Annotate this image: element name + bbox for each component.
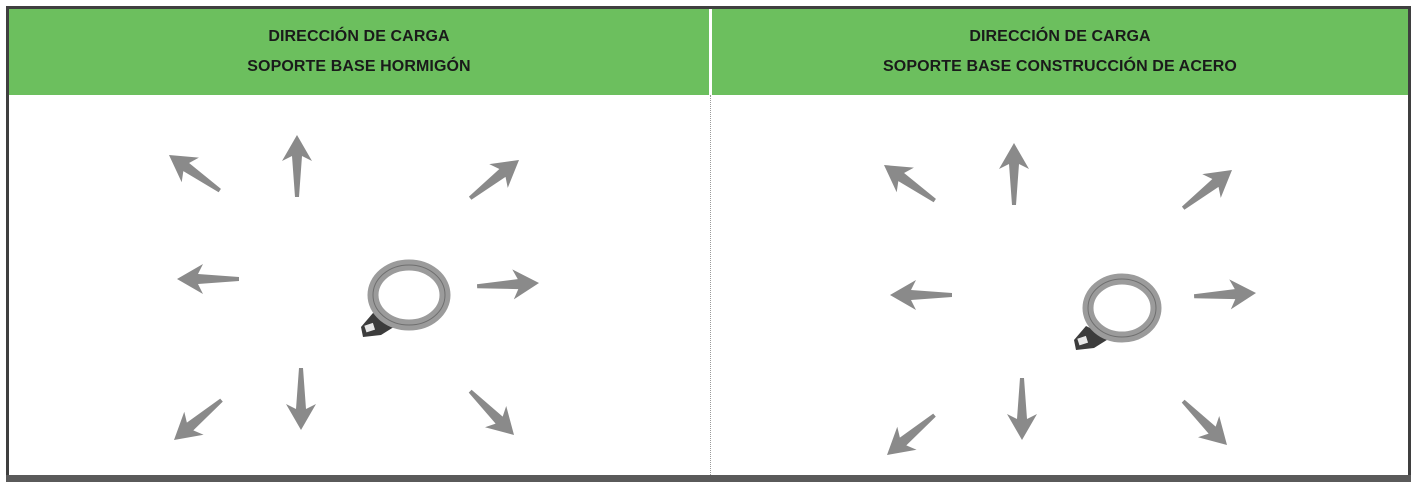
arrow-right-icon xyxy=(1193,278,1257,312)
load-direction-diagram xyxy=(712,95,1408,475)
arrow-down-icon xyxy=(286,368,316,430)
arrow-down-icon xyxy=(1007,378,1037,440)
header-subtitle: SOPORTE BASE CONSTRUCCIÓN DE ACERO xyxy=(883,58,1237,75)
diagram-svg xyxy=(875,143,1257,467)
panel-header: DIRECCIÓN DE CARGA SOPORTE BASE CONSTRUC… xyxy=(712,9,1408,95)
arrow-left-icon xyxy=(890,280,952,310)
arrow-left-icon xyxy=(177,264,239,294)
header-title: DIRECCIÓN DE CARGA xyxy=(268,28,450,45)
panel-concrete-base: DIRECCIÓN DE CARGA SOPORTE BASE HORMIGÓN xyxy=(9,9,709,475)
arrow-up-icon xyxy=(999,143,1029,205)
load-direction-table: DIRECCIÓN DE CARGA SOPORTE BASE HORMIGÓN xyxy=(6,6,1411,482)
arrow-right-icon xyxy=(476,268,540,302)
lifting-eye-icon xyxy=(361,259,451,337)
arrow-up-left-icon xyxy=(875,152,944,213)
arrow-up-right-icon xyxy=(1173,158,1242,220)
panel-header: DIRECCIÓN DE CARGA SOPORTE BASE HORMIGÓN xyxy=(9,9,709,95)
arrow-down-right-icon xyxy=(459,380,525,446)
diagram-svg xyxy=(160,135,540,452)
header-title: DIRECCIÓN DE CARGA xyxy=(969,28,1151,45)
arrow-down-left-icon xyxy=(164,388,232,452)
header-subtitle: SOPORTE BASE HORMIGÓN xyxy=(247,58,471,75)
panel-steel-base: DIRECCIÓN DE CARGA SOPORTE BASE CONSTRUC… xyxy=(712,9,1408,475)
arrow-down-left-icon xyxy=(877,403,945,467)
arrow-up-icon xyxy=(282,135,312,197)
arrow-down-right-icon xyxy=(1172,390,1238,456)
lifting-eye-icon xyxy=(1074,273,1162,350)
arrow-up-right-icon xyxy=(460,148,529,210)
arrow-up-left-icon xyxy=(160,142,229,203)
dotted-separator xyxy=(710,95,711,475)
load-direction-diagram xyxy=(9,95,709,475)
table-bottom-bar xyxy=(6,475,1411,482)
panel-divider xyxy=(709,9,712,475)
